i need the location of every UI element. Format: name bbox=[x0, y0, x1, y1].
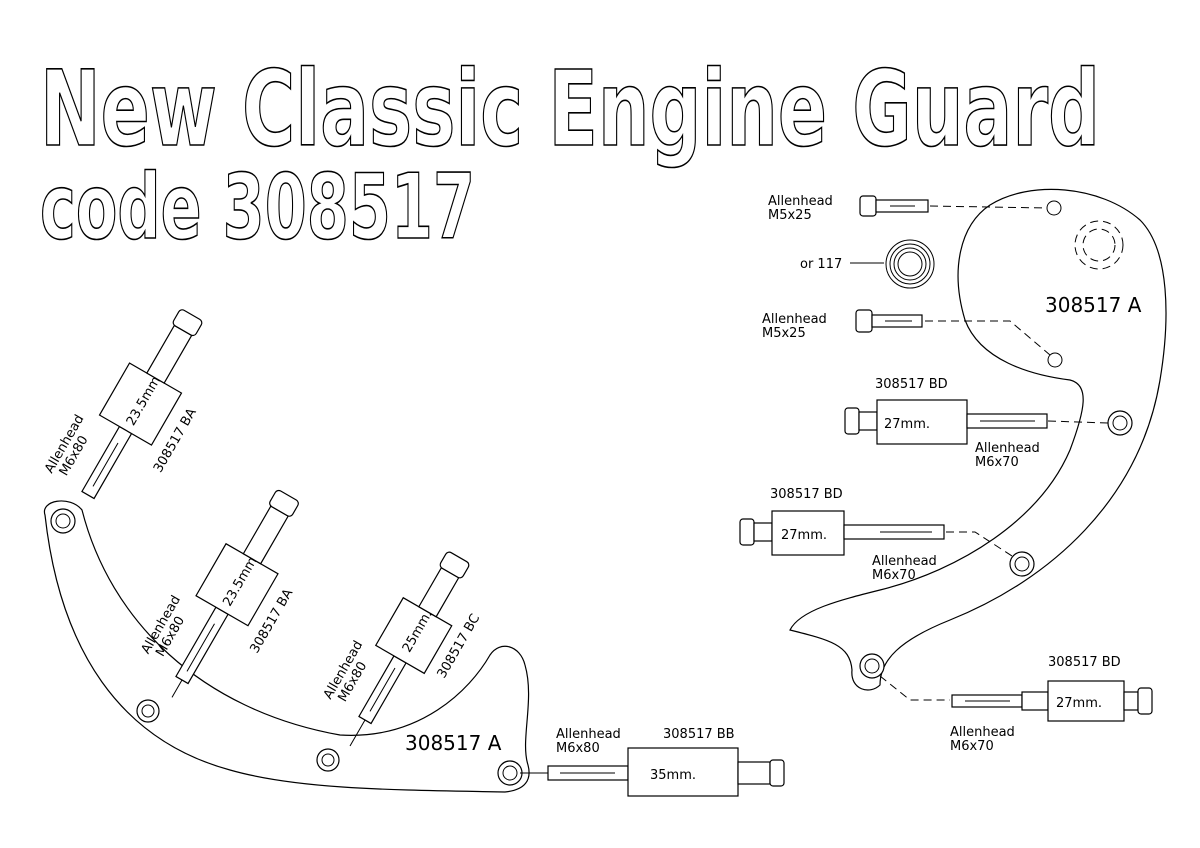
right-guard-part-label: 308517 A bbox=[1045, 293, 1142, 317]
right-hole-3 bbox=[859, 653, 885, 679]
right-bolt-1-type: Allenhead bbox=[975, 441, 1040, 456]
right-top-bolt-2: Allenhead M5x25 bbox=[762, 309, 1051, 356]
left-guard-plate bbox=[43, 500, 530, 793]
left-bolt-assembly-2: 23.5mm 308517 BA Allenhead M6x80 bbox=[139, 489, 299, 698]
title-line-1: New Classic Engine Guard bbox=[40, 48, 1100, 170]
left-guard: 308517 A 23.5mm 308517 BA Allenhead M6x8… bbox=[42, 309, 785, 797]
right-bolt-assembly-3: 27mm. 308517 BD Allenhead M6x70 bbox=[879, 655, 1153, 754]
left-guard-part-label: 308517 A bbox=[405, 731, 502, 755]
left-hole-1 bbox=[50, 508, 76, 534]
right-spacer-1-code: 308517 BD bbox=[875, 377, 948, 392]
left-spacer-4-code: 308517 BB bbox=[663, 727, 735, 742]
left-bolt-assembly-4: 35mm. 308517 BB Allenhead M6x80 bbox=[520, 727, 785, 797]
left-bolt-4-type: Allenhead bbox=[556, 727, 621, 742]
right-spacer-1-label: 27mm. bbox=[884, 417, 930, 432]
right-dashed-circle-inner bbox=[1082, 228, 1116, 262]
right-hole-mid bbox=[1047, 352, 1063, 368]
right-top-bolt-2-type: Allenhead bbox=[762, 312, 827, 327]
right-top-bolt-1-size: M5x25 bbox=[768, 208, 812, 223]
right-hole-2 bbox=[1009, 551, 1035, 577]
right-bolt-3-size: M6x70 bbox=[950, 739, 994, 754]
coil-washer-icon: or 117 bbox=[800, 239, 935, 289]
right-spacer-2-label: 27mm. bbox=[781, 528, 827, 543]
right-top-bolt-1-type: Allenhead bbox=[768, 194, 833, 209]
left-spacer-4-label: 35mm. bbox=[650, 768, 696, 783]
right-bolt-assembly-1: 27mm. 308517 BD Allenhead M6x70 bbox=[844, 377, 1109, 470]
right-bolt-2-type: Allenhead bbox=[872, 554, 937, 569]
right-bolt-2-size: M6x70 bbox=[872, 568, 916, 583]
right-spacer-2-code: 308517 BD bbox=[770, 487, 843, 502]
right-bolt-3-type: Allenhead bbox=[950, 725, 1015, 740]
left-bolt-4-size: M6x80 bbox=[556, 741, 600, 756]
right-hole-1 bbox=[1107, 410, 1133, 436]
left-bolt-assembly-1: 23.5mm 308517 BA Allenhead M6x80 bbox=[42, 309, 203, 500]
right-top-bolt-1: Allenhead M5x25 bbox=[768, 194, 1048, 223]
left-hole-2 bbox=[136, 699, 160, 723]
right-dashed-circle-outer bbox=[1074, 220, 1124, 270]
right-bolt-assembly-2: 27mm. 308517 BD Allenhead M6x70 bbox=[739, 487, 1013, 583]
right-guard-plate bbox=[789, 188, 1167, 691]
right-top-bolt-2-size: M5x25 bbox=[762, 326, 806, 341]
title-line-2: code 308517 bbox=[40, 155, 475, 260]
right-hole-top bbox=[1046, 200, 1062, 216]
left-hole-3 bbox=[316, 748, 340, 772]
alt-part-label: or 117 bbox=[800, 257, 842, 272]
right-spacer-3-label: 27mm. bbox=[1056, 696, 1102, 711]
right-guard: 308517 A Allenhead M5x25 or 117 Allenhea… bbox=[739, 188, 1167, 754]
right-spacer-3-code: 308517 BD bbox=[1048, 655, 1121, 670]
right-bolt-1-size: M6x70 bbox=[975, 455, 1019, 470]
left-hole-4 bbox=[497, 760, 523, 786]
